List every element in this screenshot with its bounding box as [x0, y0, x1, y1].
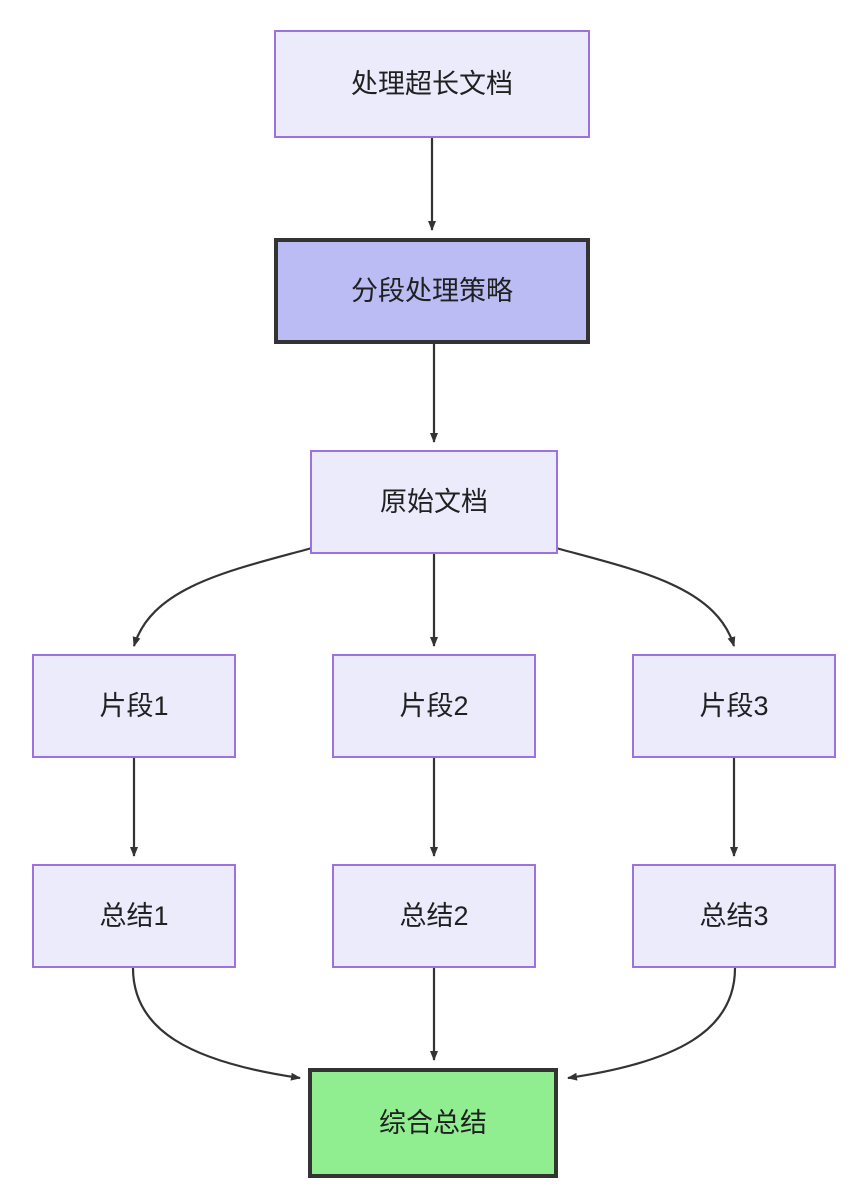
edge-summary3-to-final — [567, 967, 737, 1081]
node-combined-summary[interactable]: 综合总结 — [308, 1068, 558, 1178]
node-process-long-document[interactable]: 处理超长文档 — [274, 30, 590, 138]
node-chunk-1[interactable]: 片段1 — [32, 654, 236, 758]
node-label: 总结1 — [99, 900, 169, 931]
node-label: 处理超长文档 — [351, 68, 513, 99]
node-summary-2[interactable]: 总结2 — [332, 864, 536, 968]
node-chunk-3[interactable]: 片段3 — [632, 654, 836, 758]
node-summary-1[interactable]: 总结1 — [32, 864, 236, 968]
node-chunking-strategy[interactable]: 分段处理策略 — [274, 238, 590, 344]
node-label: 片段1 — [99, 690, 169, 721]
edge-summary1-to-final — [131, 967, 301, 1081]
node-label: 分段处理策略 — [351, 275, 513, 306]
node-source-document[interactable]: 原始文档 — [310, 450, 558, 554]
node-label: 原始文档 — [380, 486, 488, 517]
node-chunk-2[interactable]: 片段2 — [332, 654, 536, 758]
edge-source-to-chunk1 — [132, 546, 313, 647]
node-label: 总结3 — [699, 900, 769, 931]
edge-source-to-chunk3 — [555, 546, 736, 647]
node-summary-3[interactable]: 总结3 — [632, 864, 836, 968]
node-label: 综合总结 — [379, 1107, 487, 1138]
node-label: 片段2 — [399, 690, 469, 721]
node-label: 片段3 — [699, 690, 769, 721]
node-label: 总结2 — [399, 900, 469, 931]
